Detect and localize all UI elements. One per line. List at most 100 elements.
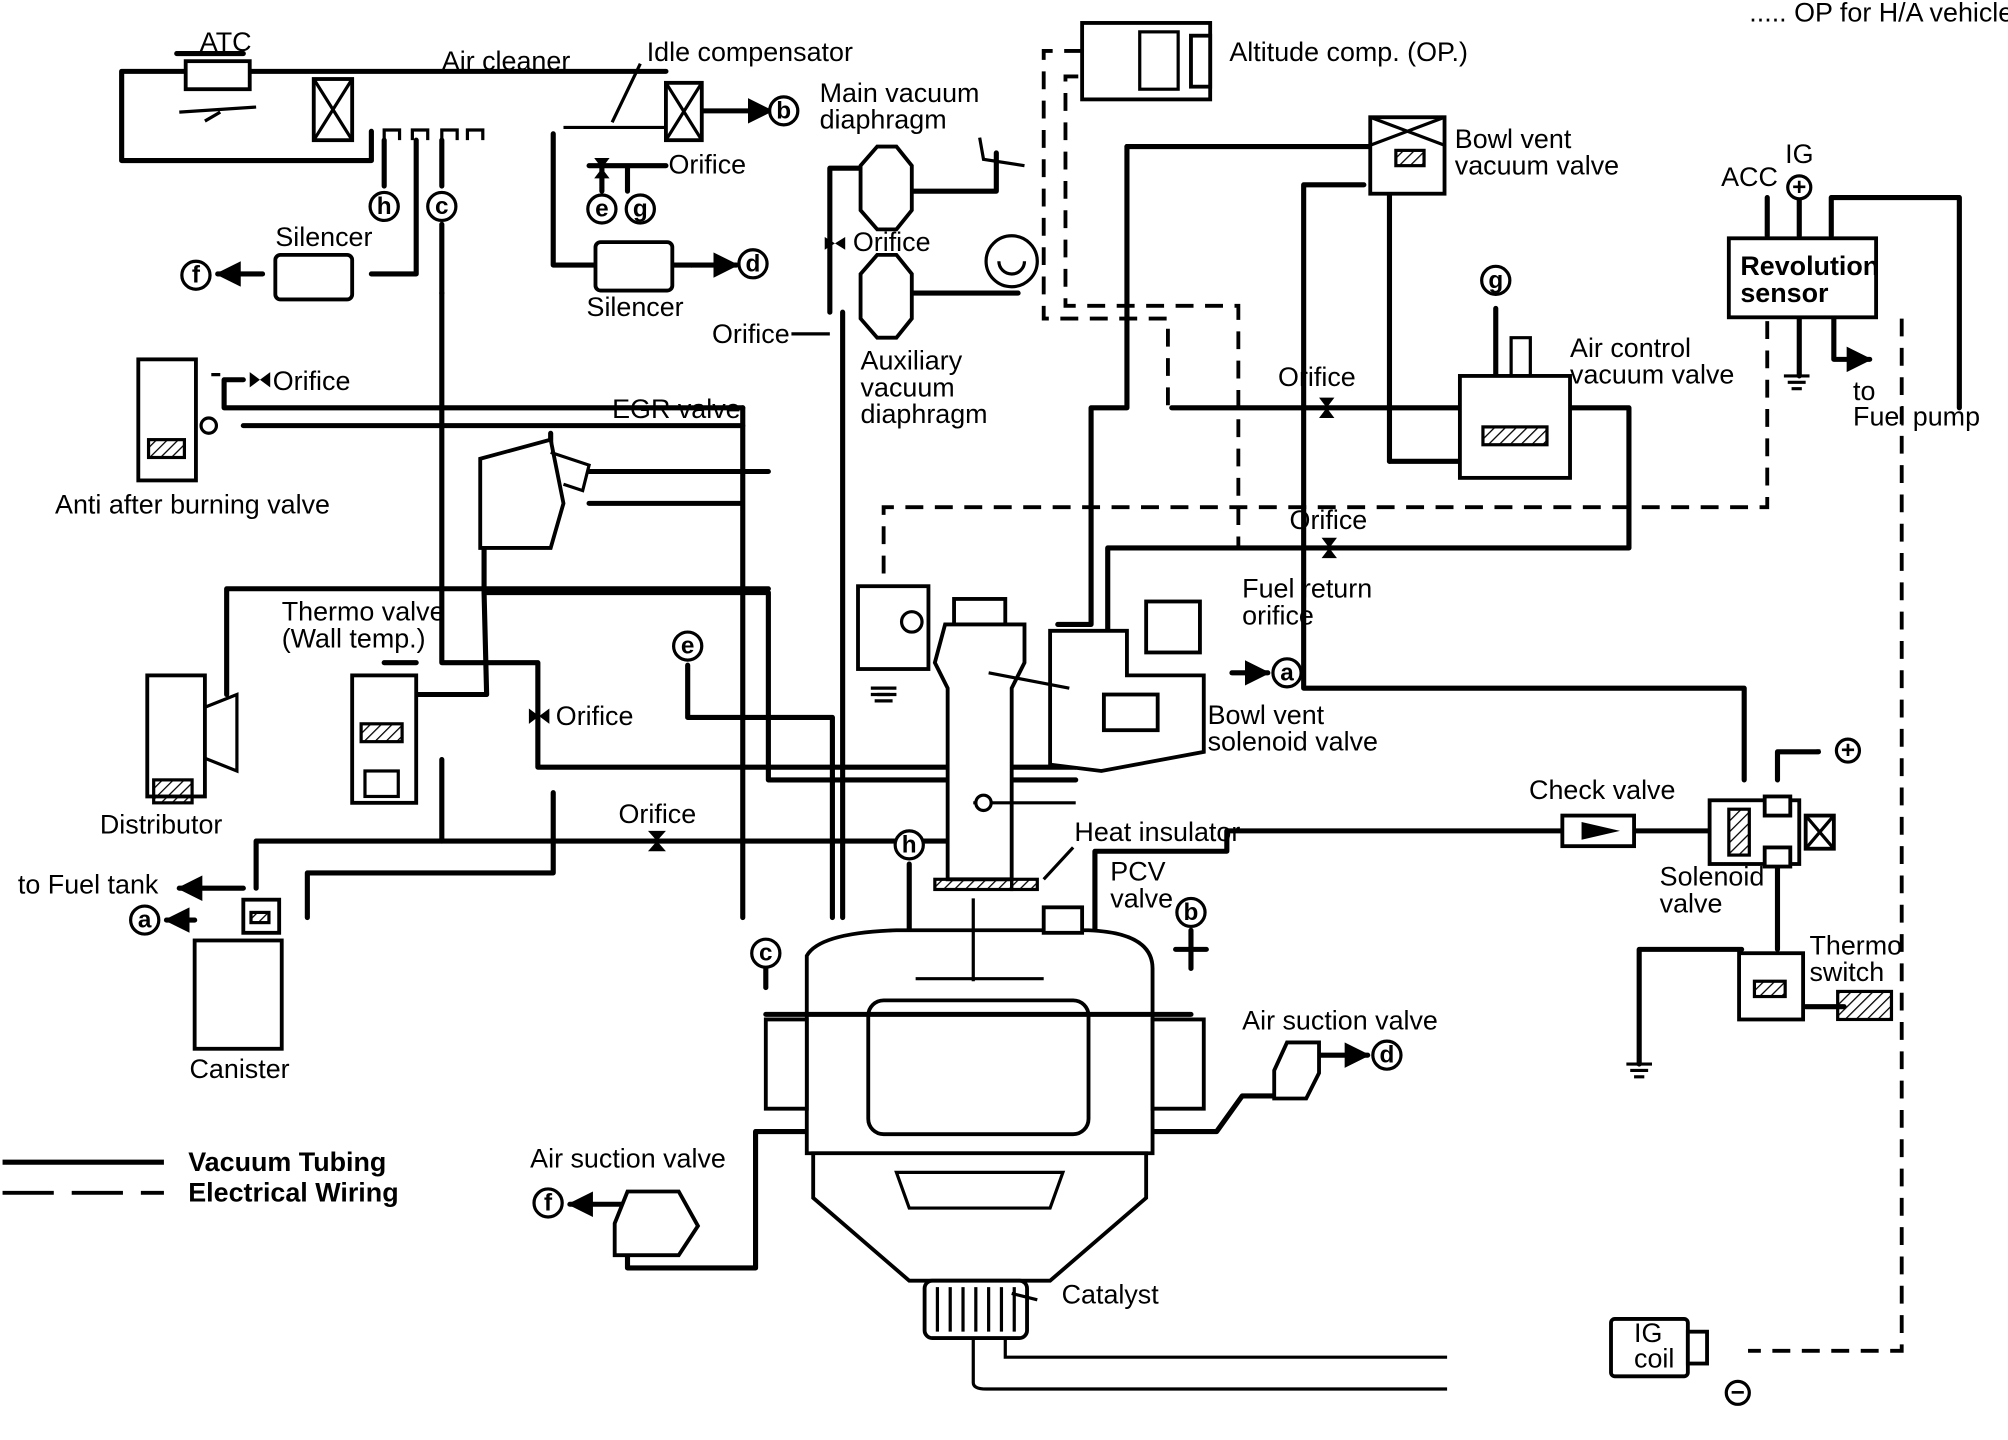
label-to-fuel-pump-2: Fuel pump	[1853, 402, 1980, 432]
label-bowl-vent-vacuum-valve-2: vacuum valve	[1455, 151, 1619, 181]
label-silencer-left: Silencer	[275, 222, 372, 252]
connector-a-right: a	[1280, 659, 1294, 686]
label-main-vacuum-diaphragm-2: diaphragm	[820, 105, 947, 135]
label-distributor: Distributor	[100, 809, 223, 839]
label-thermo-switch-2: switch	[1810, 957, 1885, 987]
legend-vacuum-label: Vacuum Tubing	[188, 1147, 386, 1177]
label-to-fuel-tank: to Fuel tank	[18, 869, 159, 899]
ground-symbols	[870, 374, 1810, 1079]
atc-sensor	[179, 59, 257, 123]
label-heat-insulator: Heat insulator	[1074, 817, 1240, 847]
distributor	[145, 673, 239, 805]
label-orifice-aux: Orifice	[712, 319, 790, 349]
connector-e-center: e	[681, 633, 695, 660]
ig-coil-minus-sign: −	[1731, 1379, 1745, 1406]
label-anti-after-burning-valve: Anti after burning valve	[55, 490, 330, 520]
label-catalyst: Catalyst	[1062, 1280, 1160, 1310]
connector-d-right: d	[1379, 1042, 1394, 1069]
connector-b-bottom: b	[1184, 899, 1199, 926]
connector-g-top: g	[633, 196, 648, 223]
label-check-valve: Check valve	[1529, 775, 1675, 805]
label-thermo-valve-2: (Wall temp.)	[282, 623, 426, 653]
label-ig-coil-2: coil	[1634, 1343, 1674, 1373]
label-air-control-vacuum-valve-2: vacuum valve	[1570, 360, 1734, 390]
silencer-left	[273, 252, 355, 302]
ig-positive-terminal	[1786, 174, 1813, 201]
label-silencer-center: Silencer	[587, 292, 684, 322]
thermo-valve	[350, 673, 419, 805]
ig-coil-negative-terminal	[1724, 1379, 1751, 1406]
connector-c-bottom: c	[759, 940, 773, 967]
label-thermo-switch-1: Thermo	[1810, 931, 1903, 961]
label-bowl-vent-vacuum-valve-1: Bowl vent	[1455, 124, 1572, 154]
label-revolution-sensor-1: Revolution	[1740, 251, 1879, 281]
label-bowl-vent-solenoid-valve-1: Bowl vent	[1208, 700, 1325, 730]
label-fuel-return-orifice-1: Fuel return	[1242, 574, 1372, 604]
air-suction-valve-left	[612, 1189, 701, 1258]
label-thermo-valve-1: Thermo valve	[282, 597, 445, 627]
carburetor-assembly	[856, 584, 1206, 892]
auxiliary-vacuum-diaphragm	[858, 234, 1039, 340]
egr-valve	[478, 437, 591, 550]
label-egr-valve: EGR valve	[612, 394, 740, 424]
leader-lines	[211, 332, 1075, 1302]
connector-h-top: h	[377, 193, 392, 220]
label-orifice-canister: Orifice	[619, 799, 697, 829]
label-altitude-comp: Altitude comp. (OP.)	[1229, 37, 1468, 67]
label-orifice-idle: Orifice	[668, 149, 746, 179]
label-pcv-valve-2: valve	[1110, 883, 1173, 913]
label-solenoid-valve-2: valve	[1660, 888, 1723, 918]
ig-plus-sign: +	[1792, 174, 1806, 201]
ig-coil	[1609, 1317, 1709, 1379]
connector-g-right: g	[1488, 267, 1503, 294]
solenoid-plus-sign: +	[1841, 737, 1855, 764]
vehicle-note: ..... OP for H/A vehicle	[1749, 0, 2008, 28]
label-air-suction-valve-right: Air suction valve	[1242, 1006, 1438, 1036]
legend: Vacuum Tubing Electrical Wiring	[2, 1147, 399, 1208]
label-solenoid-valve-1: Solenoid	[1660, 862, 1765, 892]
component-labels: ATC Air cleaner Idle compensator Main va…	[18, 27, 1980, 1373]
label-orifice-thermo: Orifice	[556, 701, 634, 731]
label-orifice-mid: Orifice	[1290, 505, 1368, 535]
revolution-sensor	[1726, 236, 1879, 320]
label-bowl-vent-solenoid-valve-2: solenoid valve	[1208, 727, 1378, 757]
label-atc: ATC	[200, 27, 252, 57]
anti-after-burning-valve	[136, 357, 219, 483]
label-air-control-vacuum-valve-1: Air control	[1570, 333, 1691, 363]
label-orifice-main: Orifice	[853, 227, 931, 257]
connector-f-left: f	[192, 262, 201, 289]
label-air-suction-valve-left: Air suction valve	[530, 1143, 726, 1173]
label-canister: Canister	[190, 1054, 290, 1084]
connector-a-left: a	[138, 907, 152, 934]
label-idle-compensator: Idle compensator	[647, 37, 853, 67]
label-aux-vacuum-diaphragm-1: Auxiliary	[861, 346, 963, 376]
vacuum-tubing-lines	[119, 50, 1962, 1391]
air-control-vacuum-valve	[1457, 336, 1572, 480]
canister	[192, 897, 284, 1051]
label-pcv-valve-1: PCV	[1110, 857, 1165, 887]
connector-h-center: h	[902, 831, 917, 858]
altitude-compensator	[1080, 21, 1213, 102]
label-revolution-sensor-2: sensor	[1740, 278, 1829, 308]
label-main-vacuum-diaphragm-1: Main vacuum	[820, 78, 980, 108]
solenoid-valve	[1707, 794, 1836, 869]
check-valve	[1560, 813, 1636, 849]
label-orifice-anti: Orifice	[273, 366, 351, 396]
label-to-fuel-pump-1: to	[1853, 376, 1875, 406]
label-aux-vacuum-diaphragm-2: vacuum	[861, 372, 955, 402]
connector-d-center: d	[746, 250, 761, 277]
pcv-valve	[1041, 905, 1085, 935]
solenoid-positive-terminal	[1834, 737, 1862, 764]
engine-block	[763, 898, 1206, 1283]
label-ig: IG	[1785, 139, 1813, 169]
connector-b-top: b	[776, 97, 791, 124]
connector-f-bottom: f	[544, 1190, 553, 1217]
catalyst	[922, 1278, 1029, 1340]
air-suction-valve-right	[1272, 1040, 1321, 1101]
label-ig-coil-1: IG	[1634, 1318, 1662, 1348]
legend-electrical-label: Electrical Wiring	[188, 1178, 398, 1208]
air-cleaner-element	[311, 77, 485, 143]
silencer-center	[593, 240, 739, 293]
connector-circles: b h c e g f d g e a h a c b d f	[129, 95, 1512, 1219]
